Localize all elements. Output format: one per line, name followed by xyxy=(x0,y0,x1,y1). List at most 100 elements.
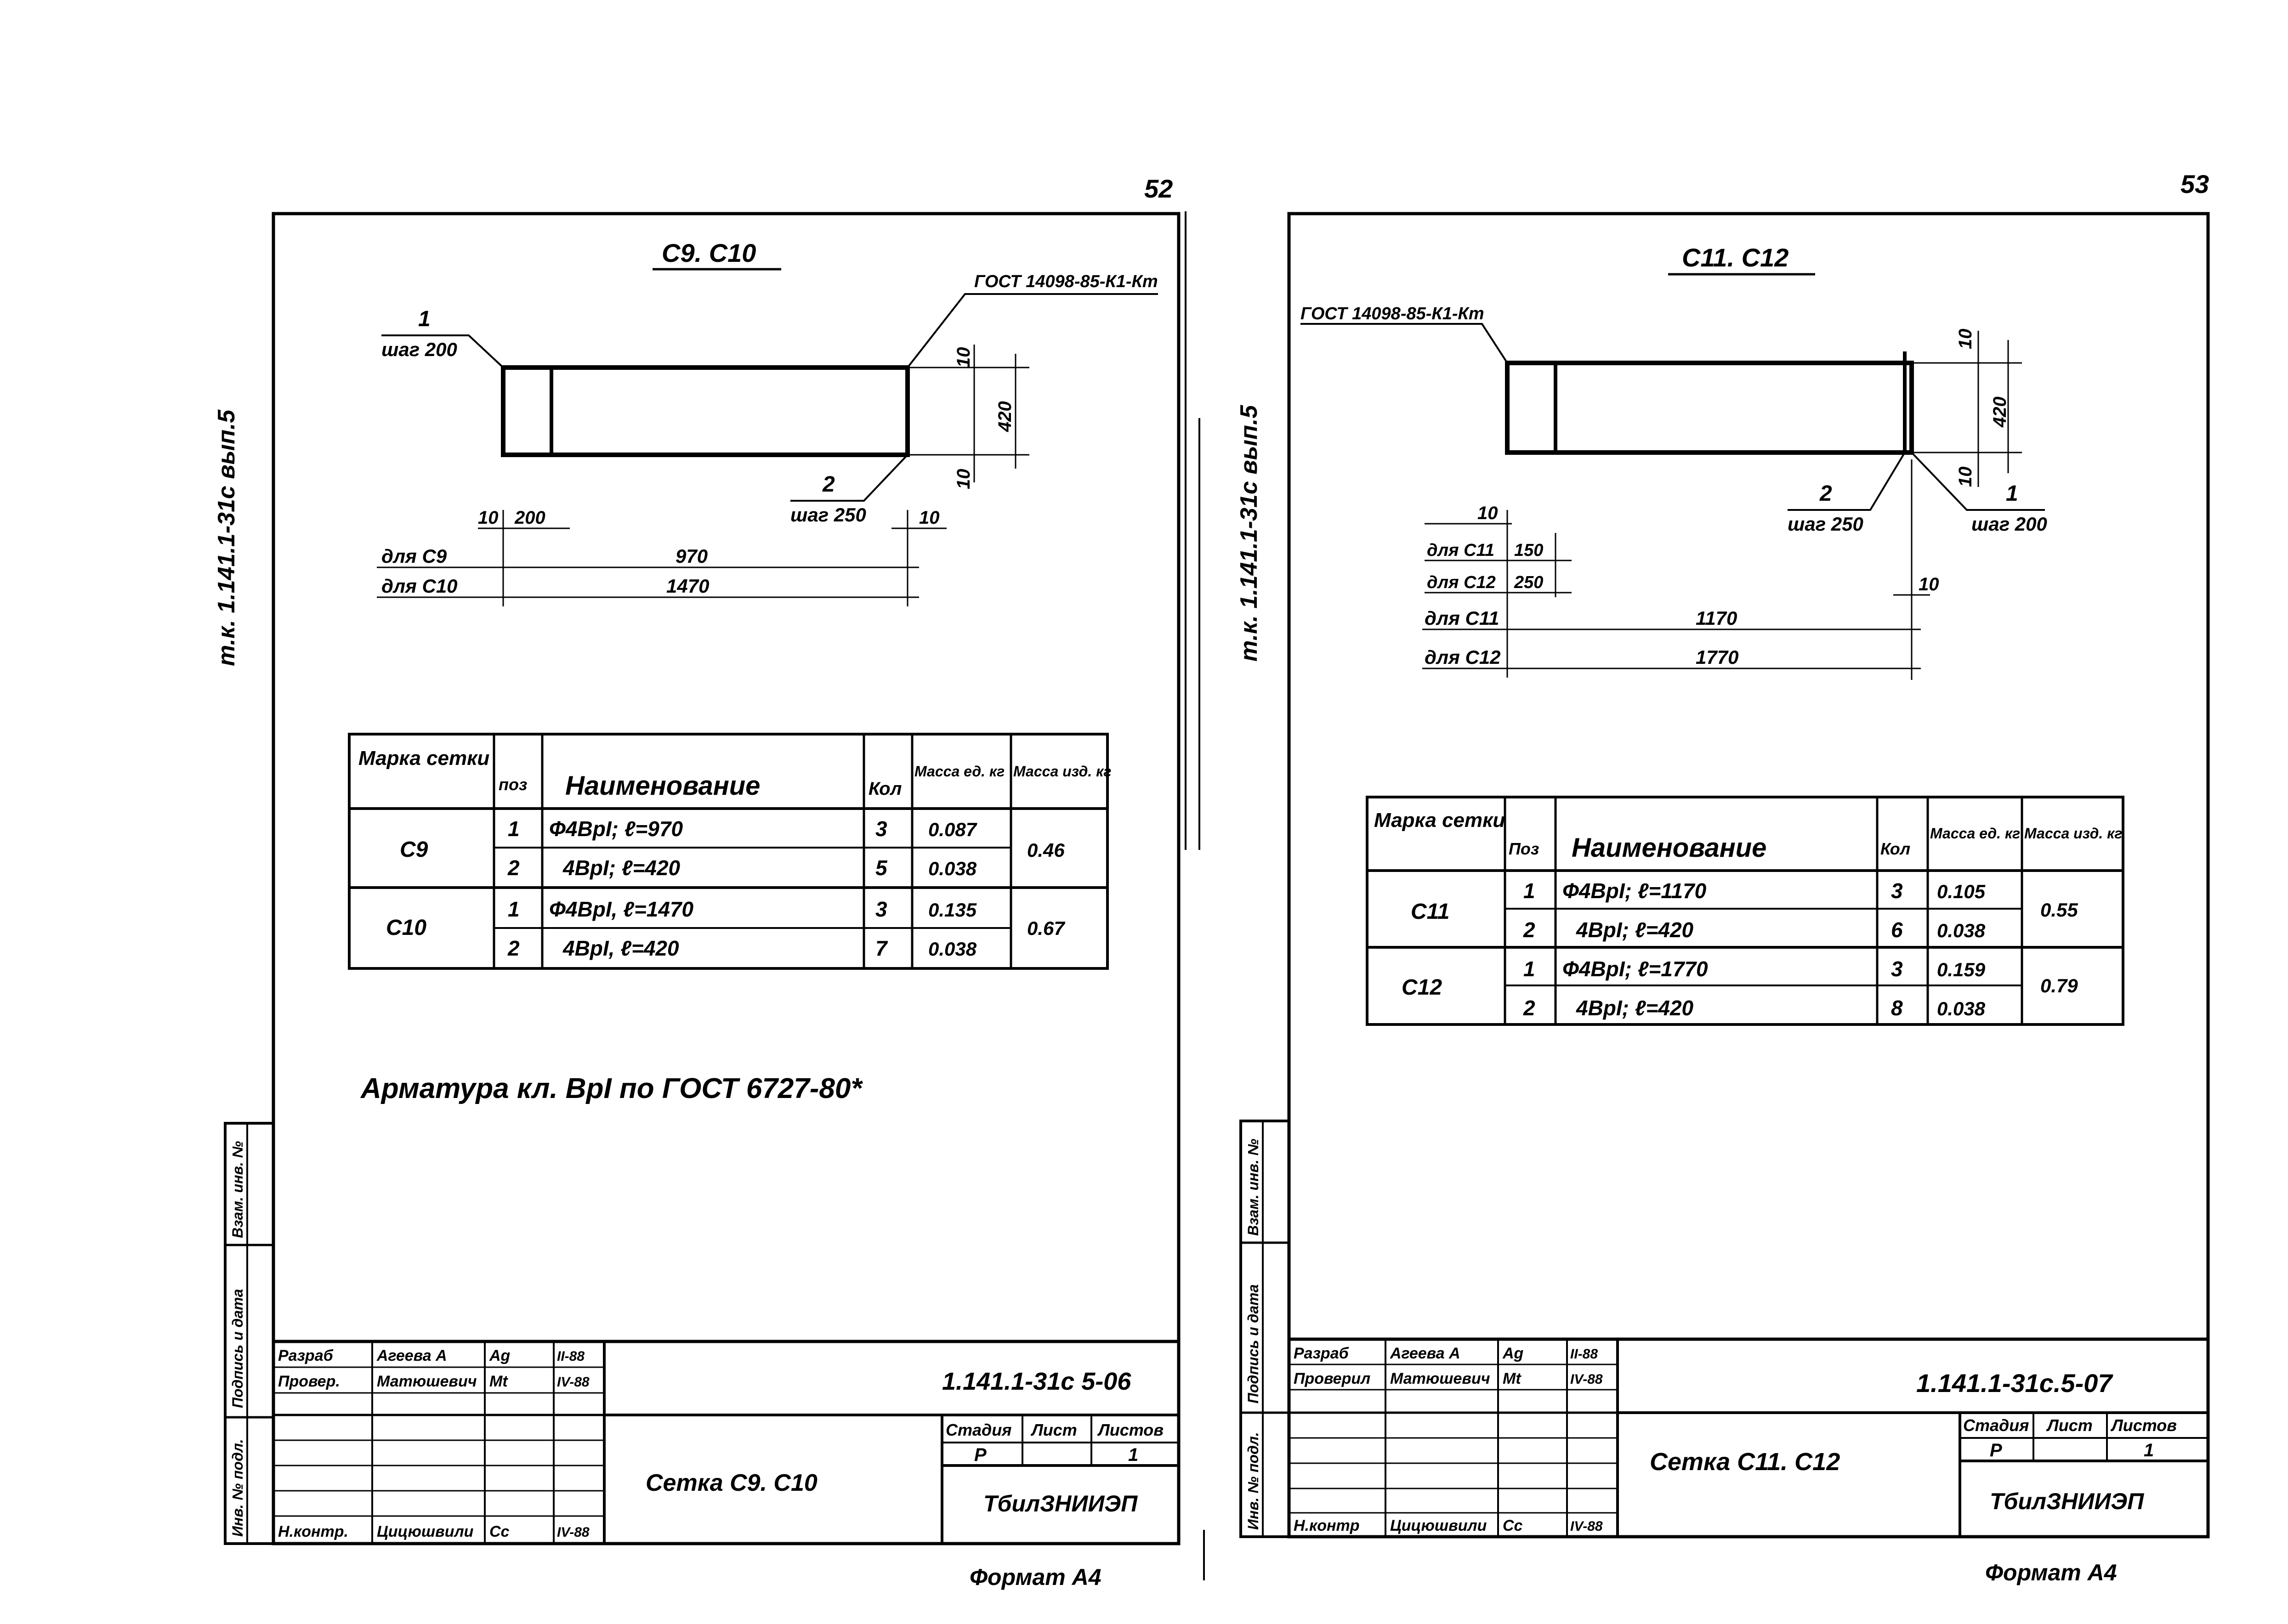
total-c12: 0.79 xyxy=(2040,975,2078,996)
page-number: 52 xyxy=(1144,174,1173,203)
tb-sheets-header: Листов xyxy=(2110,1416,2177,1435)
qty-cell: 7 xyxy=(875,936,888,960)
tb-name: Матюшевич xyxy=(1390,1370,1490,1387)
dim-right: 10 xyxy=(1919,574,1939,594)
gost-label: ГОСТ 14098-85-К1-Кт xyxy=(1300,304,1484,323)
page-number: 53 xyxy=(2180,170,2209,198)
tb-signature: Ag xyxy=(489,1347,511,1364)
header-pos: Поз xyxy=(1509,839,1539,858)
header-mass-total: Масса изд. кг xyxy=(2024,825,2122,842)
dim-left-b: 200 xyxy=(514,508,545,528)
pos-cell: 2 xyxy=(507,856,520,880)
length-value-c10: 1470 xyxy=(666,575,709,597)
tb-date: IV-88 xyxy=(557,1375,590,1390)
name-cell: Ф4ВрI, ℓ=1470 xyxy=(549,897,694,921)
drawing-title: С11. С12 xyxy=(1682,243,1788,272)
dim-top: 10 xyxy=(954,347,974,368)
mass-cell: 0.038 xyxy=(1937,998,1986,1019)
tb-date: IV-88 xyxy=(1570,1519,1603,1534)
callout-2-step: шаг 250 xyxy=(1788,513,1863,535)
qty-cell: 5 xyxy=(875,856,888,880)
mark-c11: С11 xyxy=(1411,900,1450,924)
mass-cell: 0.105 xyxy=(1937,881,1986,902)
dim-top: 10 xyxy=(1955,329,1976,350)
mesh-drawing: ГОСТ 14098-85-К1-Кт 2 шаг 250 1 шаг 200 … xyxy=(1300,304,2047,680)
step-label-c12: для С12 xyxy=(1427,573,1496,592)
dim-right: 10 xyxy=(919,508,940,528)
tb-sheet-header: Лист xyxy=(1030,1420,1077,1439)
side-stamp: т.к. 1.141.1-31с вып.5 xyxy=(213,409,240,666)
spec-table: Марка сетки поз Наименование Кол Масса е… xyxy=(348,733,1111,970)
length-value-c12: 1770 xyxy=(1696,646,1738,668)
callout-2-pos: 2 xyxy=(1819,481,1832,506)
pos-cell: 1 xyxy=(508,897,520,921)
tb-name: Матюшевич xyxy=(377,1373,477,1390)
pos-cell: 1 xyxy=(508,817,520,841)
tb-sheets: 1 xyxy=(2144,1440,2154,1460)
drawing-title: С9. С10 xyxy=(662,238,756,267)
sheet-frame xyxy=(1287,212,2210,1539)
gost-label: ГОСТ 14098-85-К1-Кт xyxy=(974,272,1158,291)
tb-role: Разраб xyxy=(278,1347,334,1364)
dim-left-a: 10 xyxy=(478,508,499,528)
title-block: Разраб Агеева А Ag II-88 Провер. Матюшев… xyxy=(273,1340,1179,1544)
name-cell: 4ВрI; ℓ=420 xyxy=(562,856,681,880)
tb-drawing-name: Сетка С11. С12 xyxy=(1650,1448,1840,1476)
dim-height: 420 xyxy=(995,401,1015,432)
dim-bottom: 10 xyxy=(1955,467,1976,487)
side-stamp: т.к. 1.141.1-31с вып.5 xyxy=(1236,405,1262,662)
side-label-sign: Подпись и дата xyxy=(229,1289,246,1408)
title-block-rows xyxy=(273,1366,604,1517)
total-c9: 0.46 xyxy=(1027,839,1065,861)
sheet-53: 53 т.к. 1.141.1-31с вып.5 С11. С12 ГОСТ … xyxy=(1236,170,2210,1585)
tb-signature: Ag xyxy=(1502,1345,1524,1362)
tb-stage: Р xyxy=(1990,1440,2002,1460)
total-c11: 0.55 xyxy=(2040,899,2078,921)
title-block: Разраб Агеева А Ag II-88 Проверил Матюше… xyxy=(1289,1337,2208,1537)
tb-drawing-name: Сетка С9. С10 xyxy=(646,1470,818,1496)
spec-table: Марка сетки Поз Наименование Кол Масса е… xyxy=(1366,796,2124,1026)
sheet-52: 52 т.к. 1.141.1-31с вып.5 С9. С10 1 шаг … xyxy=(213,174,1181,1590)
tb-name: Агеева А xyxy=(1390,1345,1460,1362)
tb-signature: Cc xyxy=(489,1523,510,1540)
side-label-replace: Взам. инв. № xyxy=(229,1141,246,1238)
dim-bottom: 10 xyxy=(954,469,974,490)
pos-cell: 2 xyxy=(1523,996,1535,1020)
qty-cell: 8 xyxy=(1891,996,1903,1020)
mesh-drawing: 1 шаг 200 ГОСТ 14098-85-К1-Кт 2 шаг 250 … xyxy=(377,272,1158,606)
tb-designation: 1.141.1-31с 5-06 xyxy=(942,1368,1131,1395)
pos-cell: 1 xyxy=(1523,957,1535,981)
tb-stage-header: Стадия xyxy=(946,1420,1011,1439)
length-label-c10: для С10 xyxy=(381,575,458,597)
callout-2-pos: 2 xyxy=(822,472,835,497)
header-mass-total: Масса изд. кг xyxy=(1013,763,1111,780)
step-value-c12: 250 xyxy=(1514,573,1543,592)
name-cell: 4ВрI; ℓ=420 xyxy=(1576,918,1694,942)
mark-c9: С9 xyxy=(400,837,428,862)
tb-role: Провер. xyxy=(278,1373,340,1390)
header-qty: Кол xyxy=(1880,839,1910,858)
tb-organization: ТбилЗНИИЭП xyxy=(1990,1488,2144,1514)
tb-role: Н.контр. xyxy=(278,1523,348,1540)
tb-sheets: 1 xyxy=(1128,1445,1138,1465)
name-cell: Ф4ВрI; ℓ=970 xyxy=(549,817,683,841)
name-cell: Ф4ВрI; ℓ=1170 xyxy=(1562,879,1707,903)
side-label-sign: Подпись и дата xyxy=(1245,1284,1261,1403)
qty-cell: 3 xyxy=(1891,957,1903,981)
tb-date: IV-88 xyxy=(1570,1372,1603,1387)
callout-1-pos: 1 xyxy=(2006,481,2018,506)
callout-2-step: шаг 250 xyxy=(790,504,866,526)
mark-c10: С10 xyxy=(386,916,426,940)
tb-sheet-header: Лист xyxy=(2046,1416,2093,1435)
callout-1-step: шаг 200 xyxy=(1971,513,2047,535)
side-strip: Инв. № подл. Подпись и дата Взам. инв. № xyxy=(1239,1120,1290,1538)
side-label-inv: Инв. № подл. xyxy=(1245,1432,1261,1530)
side-strip: Инв. № подл. Подпись и дата Взам. инв. № xyxy=(224,1122,275,1545)
format-label: Формат А4 xyxy=(1985,1560,2117,1585)
name-cell: 4ВрI; ℓ=420 xyxy=(1576,996,1694,1020)
mass-cell: 0.135 xyxy=(928,899,977,921)
tb-name: Агеева А xyxy=(376,1347,447,1364)
tb-organization: ТбилЗНИИЭП xyxy=(983,1491,1138,1516)
header-mark: Марка сетки xyxy=(1374,809,1505,832)
